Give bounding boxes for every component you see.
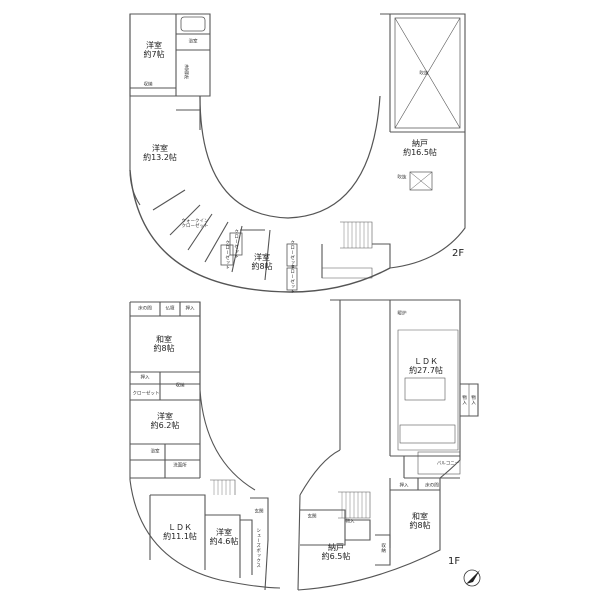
storeroom-16-5: 納戸約16.5帖 bbox=[403, 138, 437, 157]
genkan-b-1f: 玄関 bbox=[307, 514, 317, 520]
walkin-closet: ウォークインクローゼット bbox=[181, 218, 209, 229]
storeroom-6-5: 納戸約6.5帖 bbox=[321, 542, 351, 561]
oshiire-b-1f: 押入 bbox=[140, 375, 150, 381]
floor-tag-2f: 2F bbox=[452, 248, 465, 259]
room-western-13-2: 洋室約13.2帖 bbox=[143, 143, 177, 162]
bath-1f: 浴室 bbox=[150, 449, 160, 455]
storage-1f: 収納 bbox=[175, 383, 185, 389]
room-western-4-6: 洋室約4.6帖 bbox=[209, 527, 239, 546]
monoire-d: 物入 bbox=[470, 395, 476, 405]
void-2f: 吹抜 bbox=[419, 71, 429, 77]
shoebox-1f: シューズボックス bbox=[255, 528, 261, 568]
floor-tag-1f: 1F bbox=[448, 556, 461, 567]
monoire-c: 物入 bbox=[461, 395, 467, 405]
skylight-2f: 吹抜 bbox=[397, 175, 407, 181]
oshiire-a-1f: 押入 bbox=[185, 306, 195, 312]
bath-2f: 浴室 bbox=[188, 39, 198, 45]
butsuma-1f: 仏壇 bbox=[165, 306, 175, 312]
storage-2f: 収納 bbox=[143, 82, 153, 88]
closet-e-1f: クローゼット bbox=[132, 391, 160, 397]
washroom-1f: 洗面所 bbox=[173, 463, 187, 469]
genkan-a-1f: 玄関 bbox=[254, 509, 264, 515]
closet-c-2f: クローゼット bbox=[289, 240, 295, 270]
oshiire-e-1f: 押入 bbox=[399, 483, 409, 489]
tokonoma-b-1f: 床の間 bbox=[425, 483, 439, 489]
monoire-1f: 物入 bbox=[345, 519, 355, 525]
closet-b-2f: クローゼット bbox=[224, 240, 230, 270]
closet-d-2f: クローゼット bbox=[289, 264, 295, 294]
room-western-7: 洋室約7帖 bbox=[143, 40, 165, 59]
storage-c-1f: 収納 bbox=[380, 543, 386, 553]
tokonoma-1f: 床の間 bbox=[138, 306, 152, 312]
balcony-1f: バルコニー bbox=[436, 461, 460, 467]
fireplace: 暖炉 bbox=[397, 311, 407, 317]
compass-icon bbox=[463, 569, 481, 587]
washroom-2f: 洗面所 bbox=[183, 64, 189, 80]
closet-a-2f: クローゼット bbox=[233, 229, 239, 259]
room-washitsu-8-right: 和室約8帖 bbox=[409, 511, 431, 530]
room-western-6-2: 洋室約6.2帖 bbox=[150, 411, 180, 430]
room-washitsu-8-left: 和室約8帖 bbox=[153, 334, 175, 353]
room-western-8-2f: 洋室約8帖 bbox=[251, 252, 273, 271]
